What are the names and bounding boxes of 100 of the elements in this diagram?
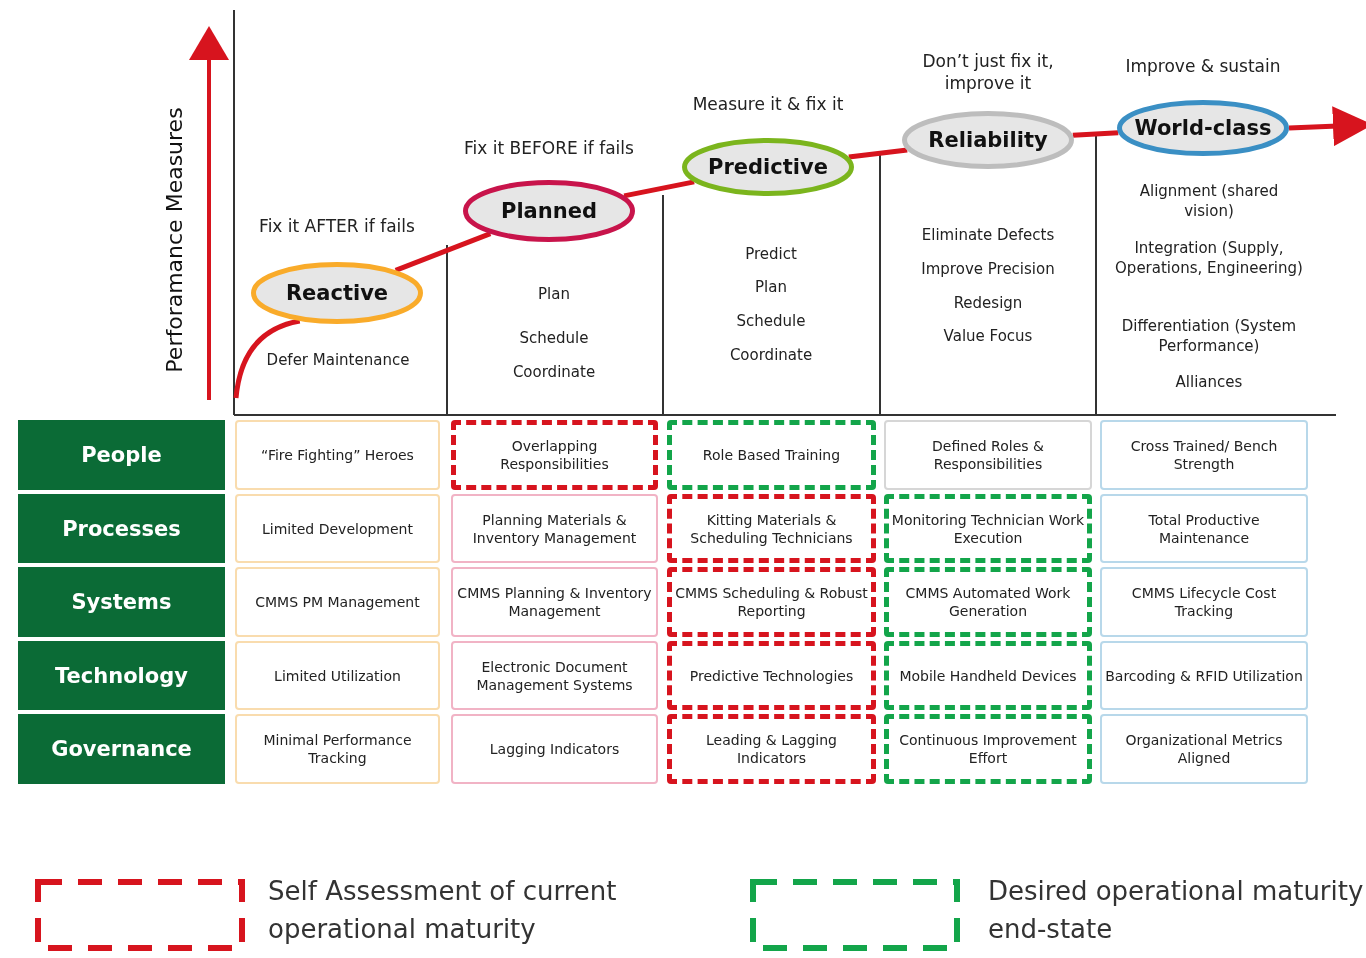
- stage-description: Alliances: [1174, 372, 1244, 392]
- cell-text: Mobile Handheld Devices: [899, 666, 1077, 685]
- maturity-cell: [1100, 567, 1308, 637]
- maturity-cell: [667, 420, 876, 490]
- maturity-cell: [1100, 494, 1308, 563]
- maturity-cell: [1100, 714, 1308, 784]
- maturity-cell: [451, 494, 658, 563]
- cell-text: Barcoding & RFID Utilization: [1105, 666, 1303, 685]
- cell-text: CMMS Planning & Inventory Management: [456, 584, 653, 620]
- stage-ellipse: [251, 262, 423, 324]
- stage-description: Differentiation (System Performance): [1120, 316, 1298, 356]
- maturity-cell: [451, 567, 658, 637]
- maturity-cell: [235, 494, 440, 563]
- stage-label: Planned: [501, 199, 597, 223]
- axis-title: Perforamance Measures: [161, 106, 188, 375]
- stage-label: Predictive: [708, 155, 828, 179]
- legend-text: Desired operational maturity end-state: [988, 875, 1365, 946]
- cell-text: Kitting Materials & Scheduling Technicians: [689, 510, 854, 547]
- row-header: [18, 714, 225, 784]
- row-header: [18, 567, 225, 637]
- cell-text: Minimal Performance Tracking: [262, 731, 413, 767]
- stage-description: Integration (Supply, Operations, Engineering): [1114, 238, 1304, 278]
- maturity-cell: [235, 420, 440, 490]
- cell-text: Continuous Improvement Effort: [898, 731, 1078, 767]
- maturity-cell: [884, 420, 1092, 490]
- row-label: Technology: [55, 663, 188, 688]
- cell-text: Total Productive Maintenance: [1147, 510, 1261, 547]
- stage-description: Coordinate: [728, 345, 814, 365]
- curve-connector: [623, 179, 695, 199]
- cell-text: Limited Utilization: [274, 666, 401, 685]
- stage-label: World-class: [1134, 116, 1272, 140]
- stage-description: Plan: [537, 284, 571, 304]
- curve-connector: [233, 318, 301, 399]
- maturity-cell: [451, 641, 658, 710]
- maturity-cell: [667, 567, 876, 637]
- cell-text: Defined Roles & Responsibilities: [931, 437, 1045, 473]
- cell-text: Planning Materials & Inventory Management: [471, 510, 638, 547]
- stage-heading: Fix it BEFORE if fails: [463, 137, 635, 159]
- cell-text: Limited Development: [262, 519, 413, 538]
- stage-heading: Improve & sustain: [1124, 55, 1282, 77]
- stage-description: Defer Maintenance: [265, 350, 411, 370]
- maturity-cell: [884, 641, 1092, 710]
- stage-ellipse: [682, 138, 854, 196]
- stage-description: Schedule: [518, 328, 590, 348]
- maturity-cell: [884, 714, 1092, 784]
- cell-text: CMMS Scheduling & Robust Reporting: [674, 584, 869, 620]
- row-label: People: [81, 443, 162, 467]
- stage-heading: Don’t just fix it, improve it: [921, 50, 1055, 94]
- cell-text: Monitoring Technician Work Execution: [891, 510, 1085, 547]
- cell-text: Leading & Lagging Indicators: [705, 731, 838, 767]
- stage-heading: Fix it AFTER if fails: [258, 215, 416, 237]
- legend-text: Self Assessment of current operational maturity: [268, 875, 618, 946]
- curve-connector: [394, 231, 492, 273]
- stage-heading: Measure it & fix it: [691, 93, 845, 115]
- cell-text: CMMS Automated Work Generation: [904, 584, 1072, 620]
- stage-ellipse: [902, 111, 1074, 169]
- stage-ellipse: [1117, 100, 1289, 156]
- row-label: Systems: [71, 590, 172, 614]
- cell-text: CMMS Lifecycle Cost Tracking: [1130, 584, 1278, 620]
- row-label: Processes: [62, 516, 181, 541]
- cell-text: Lagging Indicators: [489, 740, 620, 758]
- stage-description: Alignment (shared vision): [1138, 181, 1280, 221]
- cell-text: Predictive Technologies: [689, 666, 854, 685]
- row-label: Governance: [51, 737, 192, 761]
- cell-text: Cross Trained/ Bench Strength: [1129, 437, 1279, 473]
- cell-text: Electronic Document Management Systems: [475, 657, 634, 694]
- maturity-cell: [667, 641, 876, 710]
- maturity-cell: [235, 641, 440, 710]
- stage-label: Reactive: [285, 281, 389, 305]
- maturity-cell: [1100, 420, 1308, 490]
- row-header: [18, 420, 225, 490]
- maturity-cell: [1100, 641, 1308, 710]
- row-header: [18, 494, 225, 563]
- curve-connector: [1288, 106, 1366, 147]
- stage-ellipse: [463, 180, 635, 242]
- stage-description: Improve Precision: [920, 259, 1056, 279]
- stage-description: Value Focus: [942, 326, 1034, 346]
- stage-description: Predict: [744, 244, 798, 264]
- maturity-cell: [667, 494, 876, 563]
- cell-text: “Fire Fighting” Heroes: [261, 446, 414, 464]
- cell-text: Overlapping Responsibilities: [499, 437, 610, 473]
- row-header: [18, 641, 225, 710]
- maturity-cell: [235, 567, 440, 637]
- curve-connector: [1072, 130, 1119, 138]
- maturity-cell: [884, 494, 1092, 563]
- maturity-cell: [235, 714, 440, 784]
- curve-connector: [848, 147, 908, 160]
- maturity-cell: [667, 714, 876, 784]
- cell-text: CMMS PM Management: [255, 593, 420, 611]
- stage-description: Plan: [754, 277, 788, 297]
- cell-text: Role Based Training: [702, 446, 841, 464]
- cell-text: Organizational Metrics Aligned: [1124, 731, 1284, 767]
- maturity-cell: [451, 420, 658, 490]
- maturity-cell: [884, 567, 1092, 637]
- stage-label: Reliability: [928, 128, 1048, 152]
- stage-description: Redesign: [952, 293, 1024, 313]
- stage-description: Schedule: [735, 311, 807, 331]
- stage-description: Coordinate: [511, 362, 597, 382]
- maturity-cell: [451, 714, 658, 784]
- stage-description: Eliminate Defects: [920, 225, 1056, 245]
